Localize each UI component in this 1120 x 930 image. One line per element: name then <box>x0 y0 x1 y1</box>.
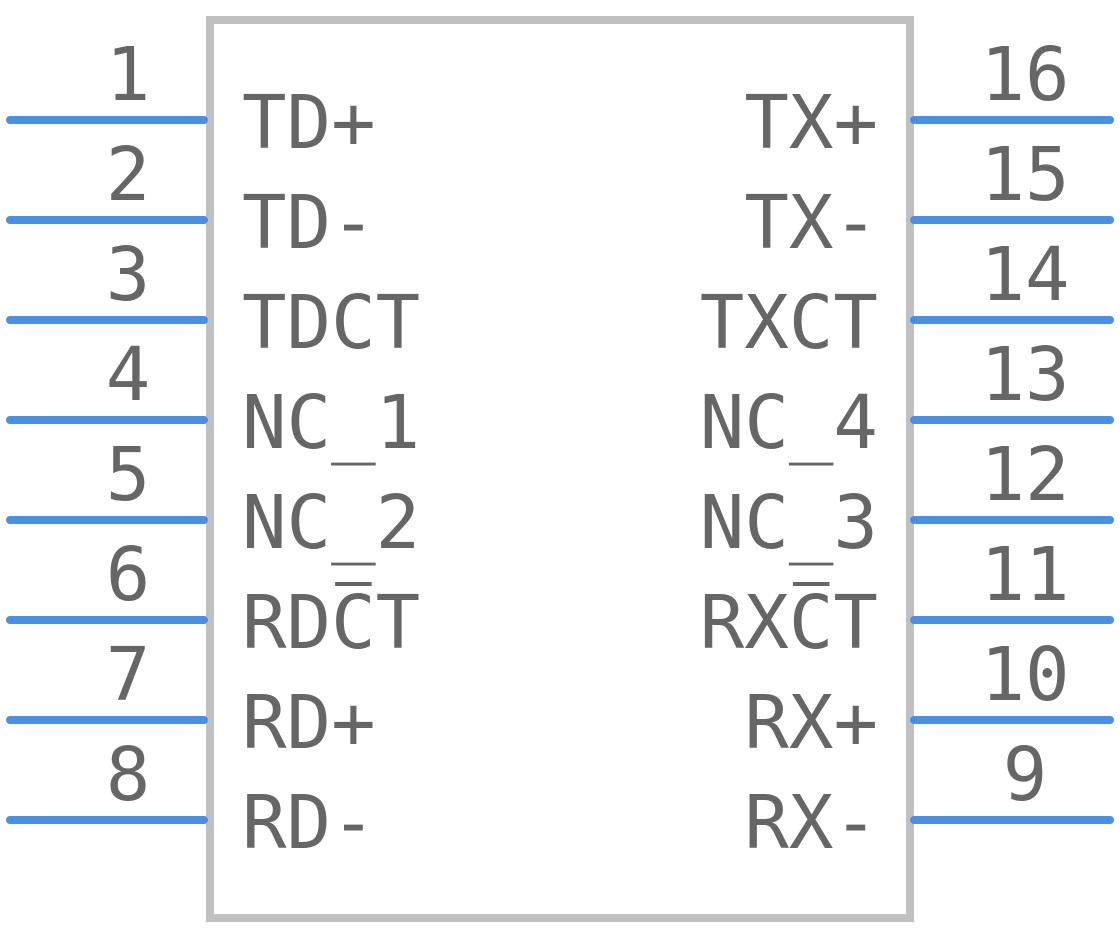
right-pin-9-number: 9 <box>1003 732 1048 818</box>
left-pin-6-number: 6 <box>106 532 151 618</box>
left-pin-4-name: NC_1 <box>242 380 420 466</box>
right-pin-13-name: NC_4 <box>700 380 878 466</box>
right-pin-10-number: 10 <box>980 632 1069 718</box>
left-pin-6-name: RDCT <box>242 580 420 666</box>
left-pin-8-number: 8 <box>106 732 151 818</box>
right-pin-14-number: 14 <box>980 232 1069 318</box>
right-pin-15-number: 15 <box>980 132 1069 218</box>
left-pin-2-number: 2 <box>106 132 151 218</box>
right-pin-12-number: 12 <box>980 432 1069 518</box>
left-pin-7-name: RD+ <box>242 680 376 766</box>
right-pin-11-name: RXCT <box>700 580 878 666</box>
left-pin-7-number: 7 <box>106 632 151 718</box>
right-pin-11-number: 11 <box>980 532 1069 618</box>
left-pin-8-name: RD- <box>242 780 376 866</box>
right-pin-10-name: RX+ <box>744 680 878 766</box>
right-pin-16-number: 16 <box>980 32 1069 118</box>
left-pin-4-number: 4 <box>106 332 151 418</box>
left-pin-5-number: 5 <box>106 432 151 518</box>
left-pin-2-name: TD- <box>242 180 376 266</box>
left-pin-1-number: 1 <box>106 32 151 118</box>
left-pin-5-name: NC_2 <box>242 480 420 566</box>
right-pin-13-number: 13 <box>980 332 1069 418</box>
right-pin-16-name: TX+ <box>744 80 878 166</box>
component-body <box>206 16 914 922</box>
right-pin-12-name: NC_3 <box>700 480 878 566</box>
left-pin-1-name: TD+ <box>242 80 376 166</box>
right-pin-14-name: TXCT <box>700 280 878 366</box>
right-pin-9-name: RX- <box>744 780 878 866</box>
right-pin-15-name: TX- <box>744 180 878 266</box>
left-pin-3-number: 3 <box>106 232 151 318</box>
left-pin-3-name: TDCT <box>242 280 420 366</box>
